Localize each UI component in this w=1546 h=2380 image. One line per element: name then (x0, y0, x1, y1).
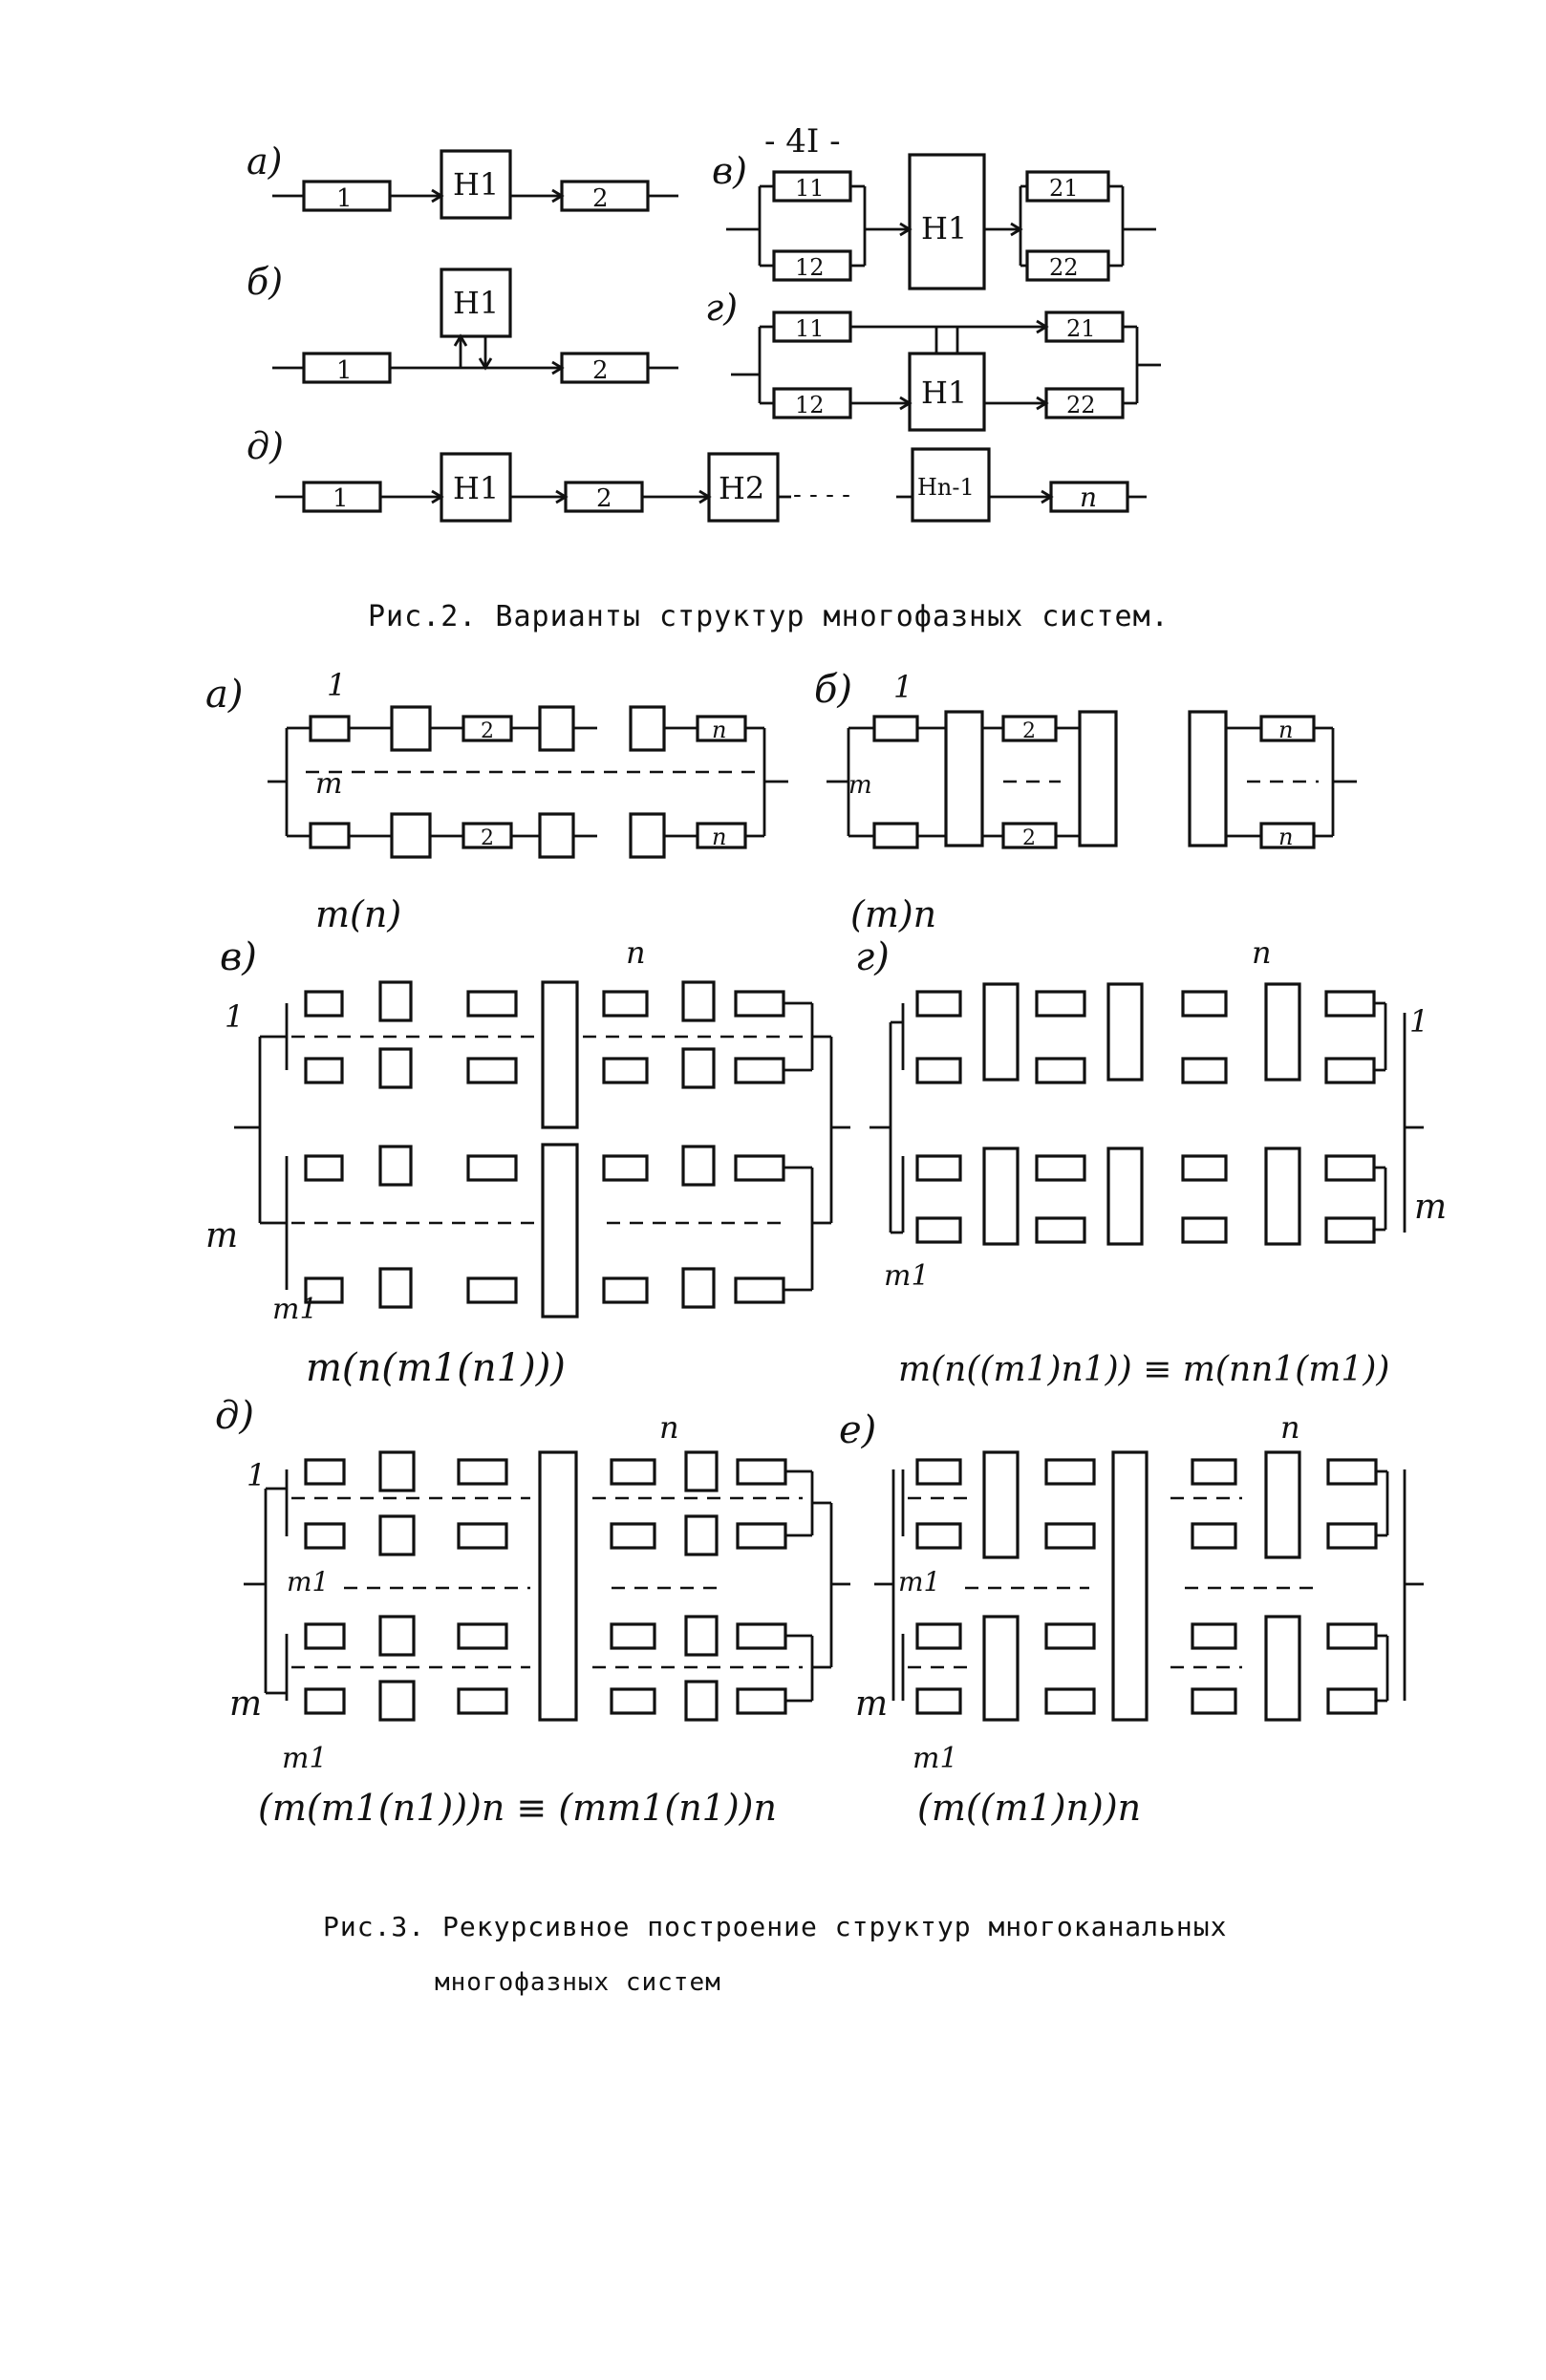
fig3-d-label-n: n (659, 1409, 679, 1446)
fig2-d-block-n: n (1080, 482, 1097, 513)
fig3-e-label-n: n (1280, 1409, 1300, 1446)
fig3-a-row2-label-n: n (712, 824, 726, 850)
fig3-panel-d-label: д) (215, 1394, 254, 1438)
fig3-e-formula: (m((m1)n))n (917, 1787, 1141, 1829)
fig2-d-block-hn1: Hn-1 (917, 474, 975, 501)
fig2-b-block-2: 2 (592, 356, 609, 385)
fig2-d-block-2: 2 (596, 484, 612, 513)
fig3-b-formula: (m)n (850, 893, 936, 935)
fig3-g-label-m: m (1414, 1188, 1447, 1227)
fig3-d-formula: (m(m1(n1)))n ≡ (mm1(n1))n (258, 1787, 777, 1829)
fig3-v-label-m: m (205, 1216, 238, 1255)
fig3-a-label-1: 1 (327, 667, 346, 703)
fig2-panel-b-label: б) (247, 261, 283, 303)
fig2-v-block-22: 22 (1049, 254, 1079, 281)
fig3-d-label-m1: m1 (282, 1742, 328, 1775)
figure2-diagram: а) 1 H1 2 б) H1 1 2 (247, 140, 1161, 523)
fig2-a-block-h1: H1 (453, 166, 499, 203)
fig2-panel-a-label: а) (247, 140, 282, 182)
fig2-b-block-h1: H1 (453, 285, 499, 321)
fig2-v-block-11: 11 (795, 175, 825, 202)
fig2-d-block-h2: H2 (719, 470, 764, 506)
fig3-panel-b-label: б) (814, 668, 852, 712)
fig2-g-block-22: 22 (1066, 392, 1096, 418)
fig2-v-block-21: 21 (1049, 175, 1079, 202)
fig3-g-label-m1: m1 (884, 1259, 930, 1293)
fig3-panel-e: е) m m1 m1 n (839, 1408, 1424, 1829)
fig3-panel-g-label: г) (855, 935, 890, 979)
fig3-a-row1-label-n: n (712, 717, 726, 743)
fig2-v-block-12: 12 (795, 254, 825, 281)
fig2-panel-a: а) 1 H1 2 (247, 140, 678, 220)
fig2-panel-g-label: г) (705, 287, 738, 329)
fig3-e-label-m1-mid: m1 (898, 1566, 940, 1597)
fig2-v-block-h1: H1 (921, 210, 967, 247)
fig3-v-formula: m(n(m1(n1))) (306, 1346, 566, 1390)
fig3-v-label-m1: m1 (272, 1293, 318, 1326)
fig3-panel-v-label: в) (220, 935, 257, 979)
fig2-panel-d: д) 1 H1 2 H2 - - - - Hn-1 n (247, 425, 1147, 523)
fig2-g-block-11: 11 (795, 315, 825, 342)
fig3-a-row1-label-2: 2 (481, 719, 494, 743)
fig2-d-continuation: - - - - (793, 481, 850, 509)
fig3-e-label-m: m (855, 1684, 888, 1724)
fig2-panel-b: б) H1 1 2 (247, 261, 678, 385)
fig3-panel-v: в) 1 m m1 n (205, 934, 850, 1390)
fig2-a-block-2: 2 (592, 184, 609, 213)
fig3-a-formula: m(n) (315, 893, 401, 935)
fig3-b-label-m: m (848, 771, 872, 800)
figure3-diagram: а) 1 m 2 n 2 n m(n) (205, 667, 1447, 1829)
fig2-b-block-1: 1 (336, 356, 353, 385)
fig3-panel-e-label: е) (839, 1408, 876, 1452)
fig2-a-block-1: 1 (336, 184, 353, 213)
fig2-panel-g: г) 11 12 H1 21 22 (705, 287, 1161, 432)
fig3-b-row2-label-n: n (1278, 824, 1293, 850)
fig3-g-label-1: 1 (1409, 1003, 1428, 1040)
fig3-panel-b: б) 1 m 2 2 n n (m)n (814, 668, 1357, 935)
fig3-d-label-m1-mid: m1 (287, 1566, 329, 1597)
figure2-caption: Рис.2. Варианты структур многофазных сис… (368, 600, 1170, 633)
page-number: - 4I - (764, 122, 841, 161)
fig3-b-row1-label-2: 2 (1022, 719, 1036, 743)
fig3-v-label-n: n (626, 934, 646, 971)
fig3-g-label-n: n (1252, 934, 1272, 971)
fig3-a-row2-label-2: 2 (481, 826, 494, 850)
fig2-g-block-21: 21 (1066, 315, 1096, 342)
fig2-g-block-h1: H1 (921, 375, 967, 411)
fig2-panel-v: в) 11 12 H1 21 22 (712, 150, 1156, 290)
fig3-panel-a: а) 1 m 2 n 2 n m(n) (205, 667, 788, 935)
figure3-caption-line2: многофазных систем (435, 1968, 721, 1997)
fig3-b-row1-label-n: n (1278, 717, 1293, 743)
fig3-b-label-1: 1 (893, 669, 913, 705)
fig3-panel-g: г) 1 m m1 n (855, 934, 1447, 1389)
fig2-panel-d-label: д) (247, 425, 284, 467)
figure3-caption-line1: Рис.3. Рекурсивное построение структур м… (323, 1911, 1228, 1942)
fig3-d-label-1: 1 (247, 1457, 266, 1493)
fig3-e-label-m1: m1 (913, 1742, 958, 1775)
fig2-d-block-1: 1 (333, 484, 349, 513)
fig2-g-block-12: 12 (795, 392, 825, 418)
fig2-panel-v-label: в) (712, 150, 747, 192)
fig3-g-formula: m(n((m1)n1)) ≡ m(nn1(m1)) (898, 1350, 1389, 1389)
fig3-d-label-m: m (229, 1684, 262, 1724)
fig2-d-block-h1: H1 (453, 470, 499, 506)
fig3-panel-a-label: а) (205, 673, 243, 717)
fig3-b-row2-label-2: 2 (1022, 826, 1036, 850)
fig3-v-label-1: 1 (225, 998, 244, 1035)
fig3-panel-d: д) 1 m m1 m1 n (215, 1394, 850, 1829)
